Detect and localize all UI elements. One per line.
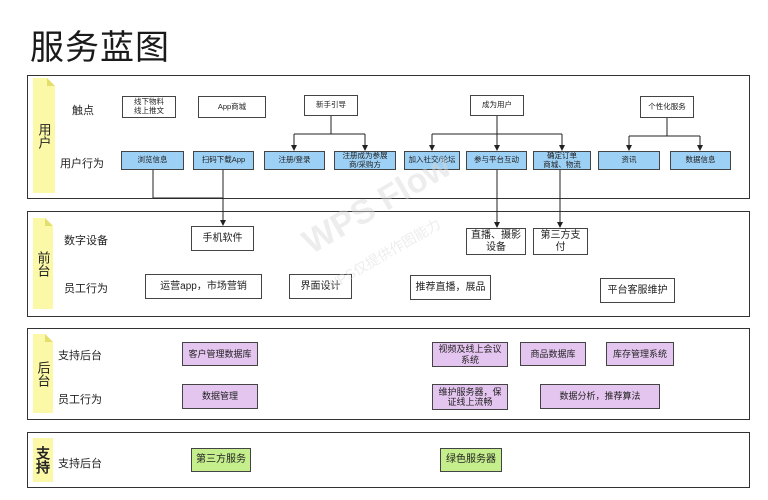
row-label-user-behavior: 用户行为 [60,158,104,170]
action-news: 资讯 [598,151,660,170]
action-register-login: 注册/登录 [264,151,325,170]
support-third-party-service: 第三方服务 [191,448,251,472]
touchpoint-app-store: App商城 [198,96,266,118]
row-label-back-staff: 员工行为 [58,394,102,406]
support-video-meeting: 视频及线上会议 系统 [432,342,508,367]
lane-support [27,432,750,488]
action-platform-interaction: 参与平台互动 [466,151,527,170]
staff-operations-marketing: 运营app，市场营销 [145,274,262,299]
support-product-database: 商品数据库 [520,342,586,366]
device-live-camera: 直播、摄影 设备 [466,228,526,255]
row-label-digital-device: 数字设备 [64,235,108,247]
action-register-exhibitor: 注册成为参展 商/采购方 [334,151,396,170]
touchpoint-onboarding: 新手引导 [304,95,358,116]
lane-user-tag: 用户 [33,78,55,193]
support-green-server: 绿色服务器 [440,448,502,472]
action-confirm-order: 确定订单 商城、物流 [533,151,591,170]
staff-recommend-live: 推荐直播，展品 [410,275,491,300]
page-title: 服务蓝图 [30,29,170,67]
touchpoint-offline-material: 线下物料 线上推文 [122,96,176,118]
lane-front-tag: 前台 [33,218,53,309]
touchpoint-personalized-service: 个性化服务 [640,96,694,118]
action-scan-download: 扫码下载App [193,151,254,170]
action-data-info: 数据信息 [670,151,731,170]
support-crm-database: 客户管理数据库 [182,342,258,366]
row-label-back-support: 支持后台 [58,350,102,362]
device-mobile-app: 手机软件 [191,226,254,251]
row-label-support-backend: 支持后台 [58,458,102,470]
staff-ui-design: 界面设计 [289,274,352,299]
action-join-social: 加入社交/论坛 [404,151,460,170]
support-inventory-system: 库存管理系统 [606,342,674,366]
row-label-touchpoint: 触点 [72,105,94,117]
staff-data-management: 数据管理 [182,384,258,409]
staff-data-analysis: 数据分析，推荐算法 [540,384,660,409]
action-browse-info: 浏览信息 [121,151,184,170]
lane-support-tag: 支持 [33,438,53,482]
staff-customer-service: 平台客服维护 [600,278,675,303]
device-third-party-pay: 第三方支 付 [533,228,588,255]
staff-maintain-servers: 维护服务器，保 证线上流畅 [432,384,508,410]
touchpoint-become-user: 成为用户 [470,95,524,116]
row-label-front-staff: 员工行为 [64,283,108,295]
lane-back-tag: 后台 [33,334,53,413]
